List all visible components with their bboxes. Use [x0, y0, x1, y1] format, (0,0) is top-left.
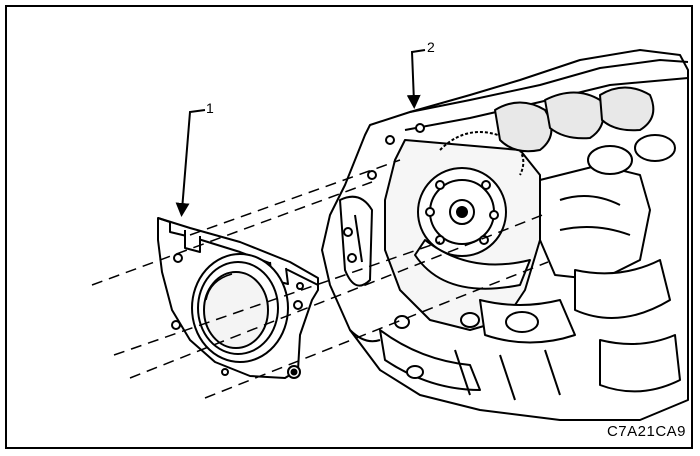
callout-label-2: 2 [427, 39, 435, 55]
callout-leader-2 [406, 49, 426, 109]
rear-seal-retainer [157, 217, 319, 379]
callout-leader-1 [175, 109, 206, 217]
figure-code: C7A21CA9 [606, 423, 686, 440]
engine-block [321, 49, 689, 421]
figure-border [5, 5, 693, 449]
alignment-lines [91, 159, 549, 399]
callout-label-1: 1 [206, 100, 214, 116]
